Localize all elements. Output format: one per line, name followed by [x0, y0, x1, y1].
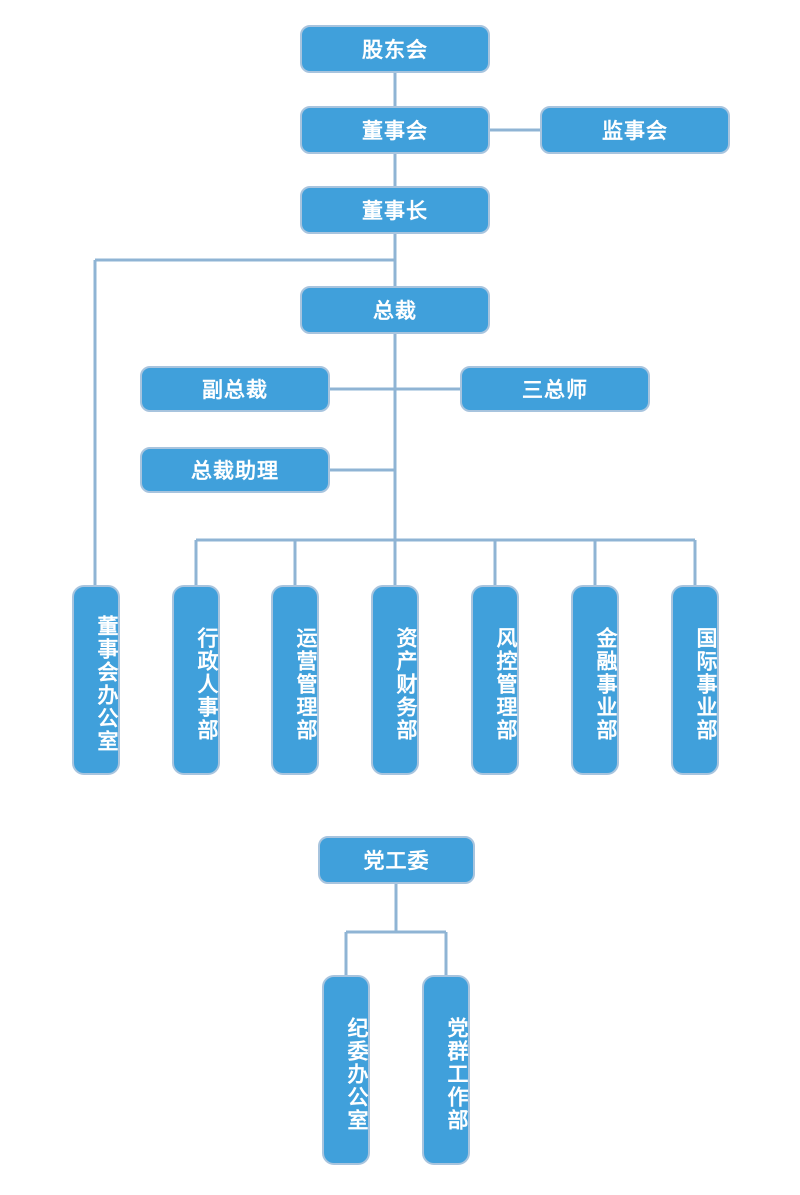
node-chairman[interactable]: 董事长	[300, 186, 490, 234]
node-president-assistant[interactable]: 总裁助理	[140, 447, 330, 493]
node-party-mass-work-dept[interactable]: 党群工作部	[422, 975, 470, 1165]
node-label: 副总裁	[202, 378, 268, 402]
node-label: 运营管理部	[294, 626, 318, 742]
node-label: 国际事业部	[694, 626, 718, 742]
node-dept-admin-hr[interactable]: 行政人事部	[172, 585, 220, 775]
node-label: 金融事业部	[594, 626, 618, 742]
node-label: 行政人事部	[195, 626, 219, 742]
node-three-chief-engineers[interactable]: 三总师	[460, 366, 650, 412]
node-supervisory-board[interactable]: 监事会	[540, 106, 730, 154]
node-label: 监事会	[602, 119, 668, 143]
node-label: 董事会	[362, 119, 428, 143]
node-label: 总裁助理	[191, 459, 279, 483]
node-dept-international[interactable]: 国际事业部	[671, 585, 719, 775]
node-shareholders-meeting[interactable]: 股东会	[300, 25, 490, 73]
node-label: 纪委办公室	[345, 1016, 369, 1132]
node-president[interactable]: 总裁	[300, 286, 490, 334]
node-label: 风控管理部	[494, 626, 518, 742]
node-party-committee[interactable]: 党工委	[318, 836, 475, 884]
node-dept-financial-biz[interactable]: 金融事业部	[571, 585, 619, 775]
node-label: 董事长	[362, 199, 428, 223]
node-board-office[interactable]: 董事会办公室	[72, 585, 120, 775]
node-label: 党群工作部	[445, 1016, 469, 1132]
node-label: 总裁	[373, 299, 417, 323]
node-board-of-directors[interactable]: 董事会	[300, 106, 490, 154]
node-label: 股东会	[362, 38, 428, 62]
node-label: 董事会办公室	[95, 615, 119, 753]
node-vice-president[interactable]: 副总裁	[140, 366, 330, 412]
node-label: 资产财务部	[394, 626, 418, 742]
node-label: 党工委	[363, 849, 430, 873]
node-label: 三总师	[522, 378, 588, 402]
node-dept-risk-control[interactable]: 风控管理部	[471, 585, 519, 775]
node-dept-operations[interactable]: 运营管理部	[271, 585, 319, 775]
node-dept-asset-finance[interactable]: 资产财务部	[371, 585, 419, 775]
node-discipline-office[interactable]: 纪委办公室	[322, 975, 370, 1165]
